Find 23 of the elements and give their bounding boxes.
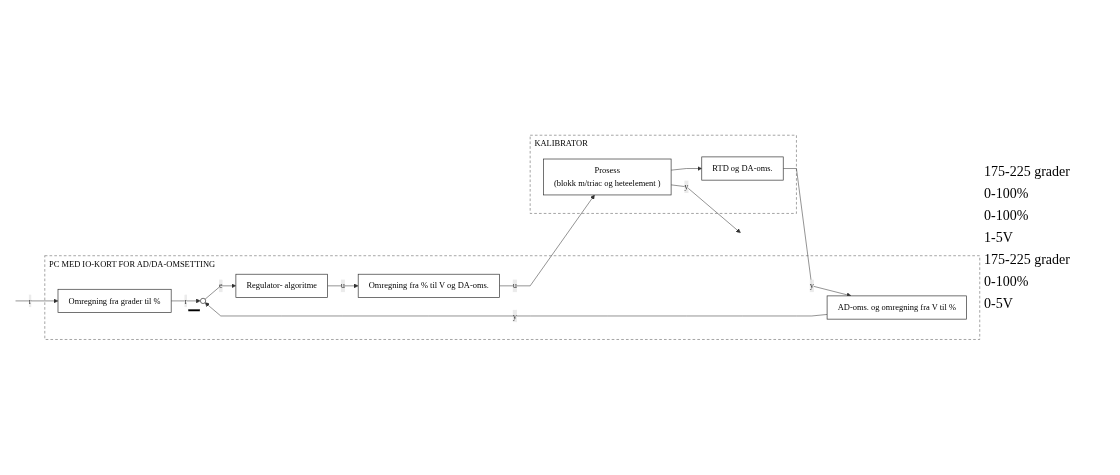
signal-range-label: 0-100%: [984, 185, 1030, 202]
edge-label: r: [28, 296, 32, 306]
signal-range-label: 1-5V: [984, 229, 1014, 246]
edge-label: y: [684, 182, 689, 192]
edge-label: y: [512, 311, 517, 321]
block: Regulator- algoritme: [235, 274, 328, 298]
block: Prosess (blokk m/triac og heteelement ): [543, 158, 672, 196]
signal-range-label: 175-225 grader: [984, 163, 1071, 180]
block: RTD og DA-oms.: [701, 156, 784, 181]
block: Omregning fra grader til %: [57, 289, 172, 314]
signal-range-label: 175-225 grader: [984, 251, 1071, 268]
block: AD-oms. og omregning fra V til %: [826, 295, 967, 320]
edge-label: y: [809, 281, 814, 291]
edge-label: e: [218, 281, 223, 291]
minus-sign: —: [187, 302, 201, 318]
block: Omregning fra % til V og DA-oms.: [357, 274, 500, 298]
edge-label: r: [184, 296, 188, 306]
summing-junction: [200, 298, 207, 305]
edge-label: u: [340, 281, 345, 291]
edge-label: u: [512, 281, 517, 291]
signal-range-label: 0-100%: [984, 207, 1030, 224]
signal-range-label: 0-100%: [984, 273, 1030, 290]
signal-range-label: 0-5V: [984, 295, 1014, 312]
